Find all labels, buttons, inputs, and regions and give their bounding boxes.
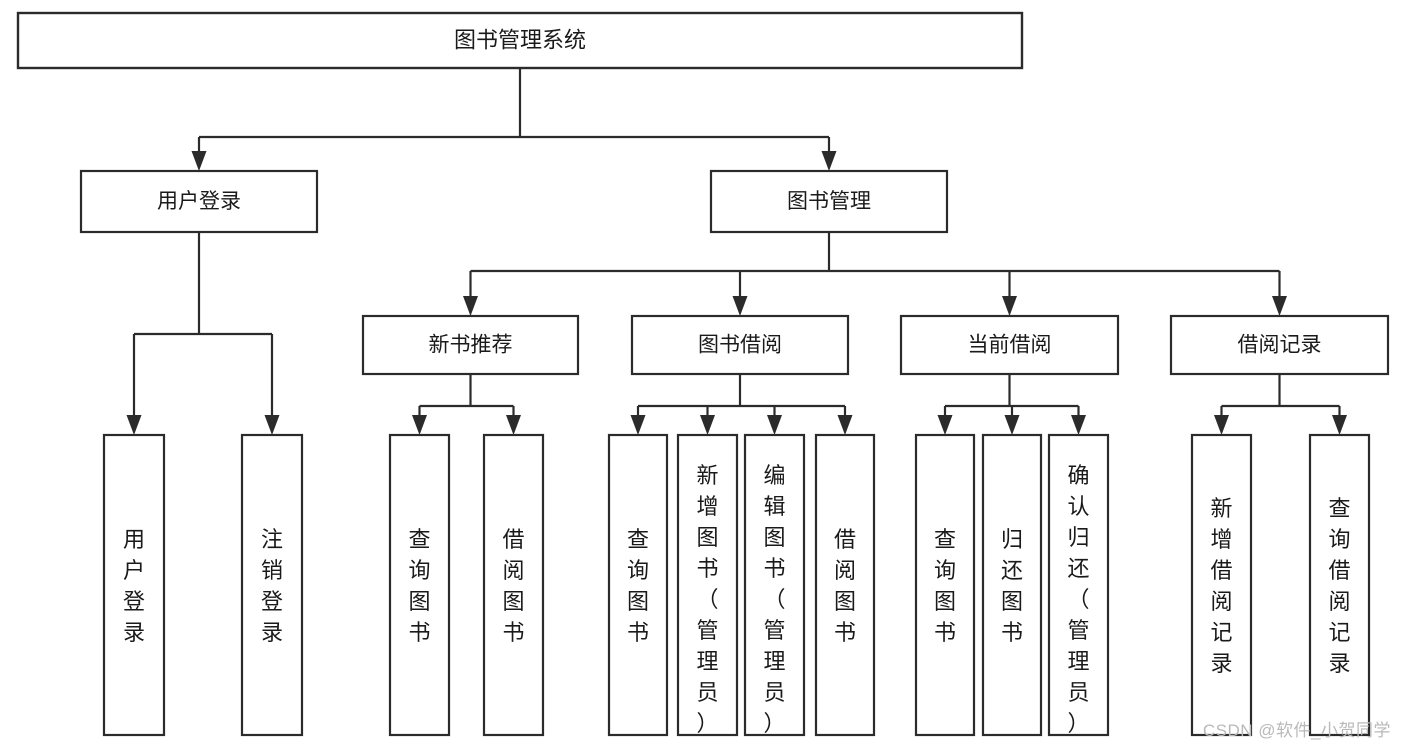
node-rect	[102, 433, 166, 737]
node-编辑图书管理员[interactable]: 编辑图书（管理员）	[743, 433, 806, 737]
node-rect	[814, 433, 876, 737]
node-layer: 图书管理系统用户登录图书管理新书推荐图书借阅当前借阅借阅记录用户登录注销登录查询…	[16, 11, 1390, 737]
node-rect	[676, 433, 739, 737]
arrow-head-icon	[191, 151, 207, 171]
node-rect	[79, 169, 319, 234]
arrow-head-icon	[732, 296, 748, 316]
arrow-head-icon	[821, 151, 837, 171]
node-label-vertical: 查询借阅记录	[1328, 496, 1350, 676]
arrow-head-icon	[630, 415, 646, 435]
node-label: 用户登录	[157, 190, 241, 213]
node-label-vertical: 注销登录	[261, 527, 283, 645]
arrow-head-icon	[1272, 296, 1287, 316]
node-确认归还管理员[interactable]: 确认归还（管理员）	[1047, 433, 1110, 737]
node-label: 当前借阅	[968, 334, 1052, 357]
node-label: 新书推荐	[429, 334, 513, 357]
node-rect	[914, 433, 976, 737]
node-rect	[1190, 433, 1253, 737]
node-rect	[899, 314, 1120, 376]
node-查询图书[interactable]: 查询图书	[914, 433, 976, 737]
node-用户登录[interactable]: 用户登录	[79, 169, 319, 234]
arrow-head-icon	[937, 415, 953, 435]
node-label-vertical: 查询图书	[934, 527, 956, 645]
node-label: 图书管理系统	[454, 27, 586, 52]
arrow-head-icon	[264, 415, 280, 435]
node-rect	[482, 433, 545, 737]
arrow-head-icon	[1071, 415, 1086, 435]
node-label-vertical: 确认归还（管理员）	[1067, 463, 1089, 736]
node-借阅图书[interactable]: 借阅图书	[814, 433, 876, 737]
node-查询借阅记录[interactable]: 查询借阅记录	[1308, 433, 1371, 737]
arrow-head-icon	[1332, 415, 1347, 435]
arrow-head-icon	[463, 296, 478, 316]
arrow-head-icon	[767, 415, 782, 435]
node-借阅记录[interactable]: 借阅记录	[1169, 314, 1390, 376]
node-label-vertical: 编辑图书（管理员）	[763, 463, 785, 736]
node-root-title[interactable]: 图书管理系统	[16, 11, 1024, 70]
node-label-vertical: 用户登录	[123, 527, 145, 645]
node-label-vertical: 新增图书（管理员）	[696, 463, 718, 736]
node-新书推荐[interactable]: 新书推荐	[361, 314, 580, 376]
node-当前借阅[interactable]: 当前借阅	[899, 314, 1120, 376]
node-rect	[630, 314, 850, 376]
node-rect	[1308, 433, 1371, 737]
node-查询图书[interactable]: 查询图书	[607, 433, 669, 737]
node-查询图书[interactable]: 查询图书	[388, 433, 451, 737]
connector-layer	[126, 68, 1347, 435]
node-图书管理[interactable]: 图书管理	[709, 169, 949, 234]
node-图书借阅[interactable]: 图书借阅	[630, 314, 850, 376]
node-rect	[607, 433, 669, 737]
node-rect	[1047, 433, 1110, 737]
arrow-head-icon	[837, 415, 853, 435]
arrow-head-icon	[1004, 415, 1020, 435]
node-借阅图书[interactable]: 借阅图书	[482, 433, 545, 737]
node-label-vertical: 查询图书	[627, 527, 649, 645]
node-新增借阅记录[interactable]: 新增借阅记录	[1190, 433, 1253, 737]
node-rect	[16, 11, 1024, 70]
node-rect	[1169, 314, 1390, 376]
arrow-head-icon	[412, 415, 427, 435]
arrow-head-icon	[1002, 296, 1017, 316]
arrow-head-icon	[700, 415, 715, 435]
node-rect	[240, 433, 304, 737]
node-rect	[981, 433, 1043, 737]
node-归还图书[interactable]: 归还图书	[981, 433, 1043, 737]
node-rect	[743, 433, 806, 737]
node-label-vertical: 新增借阅记录	[1210, 496, 1232, 676]
node-rect	[361, 314, 580, 376]
node-label-vertical: 借阅图书	[502, 527, 524, 645]
node-label: 借阅记录	[1238, 334, 1322, 357]
node-新增图书管理员[interactable]: 新增图书（管理员）	[676, 433, 739, 737]
watermark-label: CSDN @软件_小贺同学	[1202, 721, 1391, 740]
node-label-vertical: 借阅图书	[834, 527, 856, 645]
node-rect	[709, 169, 949, 234]
node-用户登录[interactable]: 用户登录	[102, 433, 166, 737]
node-label-vertical: 查询图书	[408, 527, 430, 645]
node-label: 图书借阅	[698, 334, 782, 357]
node-rect	[388, 433, 451, 737]
arrow-head-icon	[1214, 415, 1229, 435]
node-label-vertical: 归还图书	[1001, 527, 1023, 645]
arrow-head-icon	[126, 415, 142, 435]
arrow-head-icon	[506, 415, 521, 435]
node-label: 图书管理	[787, 190, 871, 213]
node-注销登录[interactable]: 注销登录	[240, 433, 304, 737]
